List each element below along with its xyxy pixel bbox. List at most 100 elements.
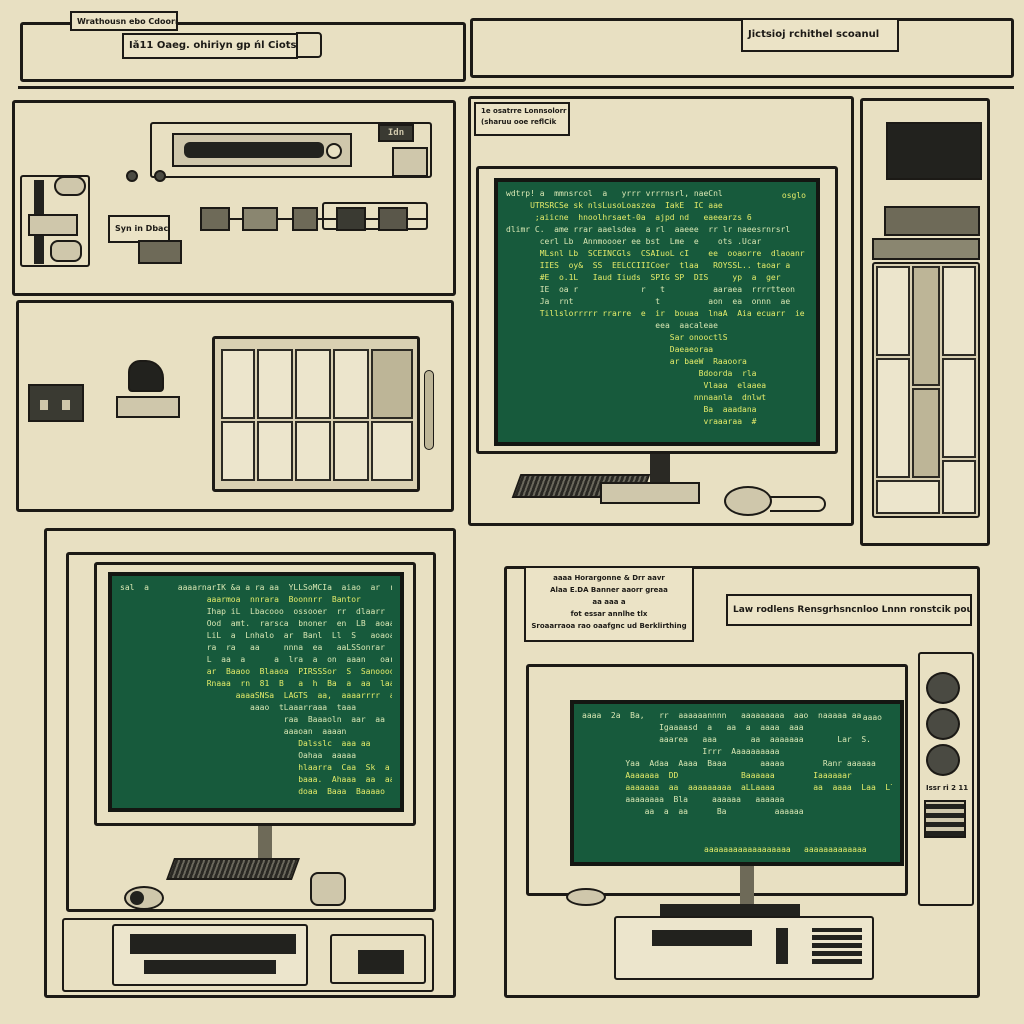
- screen-line: doaa Baaa Baaaao bnaor: [120, 787, 392, 796]
- keyboard-icon[interactable]: [165, 858, 301, 880]
- screen-footer-1: aaaaaaaaaaaaaaaaaa: [704, 845, 791, 854]
- rack-slot[interactable]: [876, 480, 940, 514]
- terminal-screen[interactable]: aaao aaaaaaaaaaaaaaaaaa aaaaaaaaaaaaa aa…: [570, 700, 904, 866]
- monitor-tag[interactable]: 1e osatrre Lonnsolorr (sharuu ooe reflCi…: [474, 102, 570, 136]
- slider-track: [184, 142, 324, 158]
- screen-line: dlimr C. ame rrar aaelsdea a rl aaeee rr…: [506, 225, 791, 234]
- monitor-stand: [258, 826, 272, 864]
- drive-icon[interactable]: [28, 214, 78, 236]
- window-tab[interactable]: Wrathousn ebo Cdoorrs: [70, 11, 178, 31]
- top-right-status-label[interactable]: Jictsioj rchithel scoanul: [741, 18, 899, 52]
- grid-cell[interactable]: [295, 349, 331, 419]
- cassette-icon[interactable]: [28, 384, 84, 422]
- screen-footer-2: aaaaaaaaaaaaa: [804, 845, 867, 854]
- screen-line: Tillslorrrrr rrarre e ir bouaa lnaA Aia …: [506, 309, 808, 318]
- monitor-bezel: [526, 664, 908, 896]
- mouse-icon[interactable]: [124, 886, 164, 910]
- slider-knob-icon[interactable]: [326, 143, 342, 159]
- cassette-reel: [62, 400, 70, 410]
- rack-slot[interactable]: [942, 266, 976, 356]
- cd-button[interactable]: [776, 928, 788, 964]
- grid-scrollbar[interactable]: [424, 370, 434, 450]
- tower-label: Issr ri 2 11: [926, 784, 969, 792]
- screen-line: Daeaeoraa: [506, 345, 714, 354]
- computer-icon[interactable]: [116, 358, 182, 420]
- panel-top-middle: [468, 96, 854, 526]
- grid-cell[interactable]: [257, 349, 293, 419]
- rack-slot[interactable]: [912, 266, 940, 386]
- mouse-button: [130, 891, 144, 905]
- screen-line: cerl Lb Annmoooer ee bst Lme e ots .Ucar: [506, 237, 762, 246]
- mouse-icon[interactable]: [566, 888, 606, 906]
- terminal-screen[interactable]: osglo wdtrp! a mmnsrcol a yrrr vrrrnsrl,…: [494, 178, 820, 446]
- screen-line: aaaaSNSa LAGTS aa, aaaarrrr ar aa: [120, 691, 392, 700]
- screen-line: Oahaa aaaaa: [120, 751, 357, 760]
- cd-tray: [652, 930, 752, 946]
- grid-cell[interactable]: [333, 421, 369, 481]
- screen-line: ra ra aa nnna ea aaLSSonrar: [120, 643, 385, 652]
- floppy-bay[interactable]: [330, 934, 426, 984]
- grid-cell[interactable]: [257, 421, 293, 481]
- screen-line: eea aacaleae: [506, 321, 718, 330]
- screen-line: ar Baaoo Blaaoa PIRSSSor S Sanoooor a: [120, 667, 392, 676]
- node-connector-line: [228, 218, 428, 220]
- screen-line: IE oa r r t aaraea rrrrtteon: [506, 285, 795, 294]
- screen-corner-text: osglo: [781, 191, 806, 200]
- rack-module-icon[interactable]: [884, 206, 980, 236]
- screen-line: aaaaaaaa Bla aaaaaa aaaaaa: [582, 795, 785, 804]
- node-1-icon[interactable]: [200, 207, 230, 231]
- grid-cell[interactable]: [295, 421, 331, 481]
- screen-line: hlaarra Caa Sk a: [120, 763, 390, 772]
- speaker-cone-icon: [926, 672, 960, 704]
- rack-slot[interactable]: [942, 358, 976, 458]
- node-5-icon[interactable]: [378, 207, 408, 231]
- progress-slider[interactable]: [172, 133, 352, 167]
- grid-cell[interactable]: [221, 349, 255, 419]
- floppy-slot: [358, 950, 404, 974]
- grid-cell[interactable]: [371, 349, 413, 419]
- node-label[interactable]: Syn in Dbaco!: [108, 215, 170, 243]
- address-field[interactable]: Iǎ11 Oaeg. ohiriyn gp ńl Ciots: [122, 33, 298, 59]
- mouse-cable: [770, 496, 826, 512]
- slot-label: Idn: [387, 128, 405, 138]
- info-note-line-5: Sroaarraoa rao oaafgnc ud Berklirthing: [531, 622, 687, 630]
- speaker-cone-icon: [926, 744, 960, 776]
- screen-line: sal a aaaarnarIK &a a ra aa YLLSoMCIa ai…: [120, 583, 392, 592]
- rack-cabinet: [872, 262, 980, 518]
- rack-slot[interactable]: [942, 460, 976, 514]
- screen-line: Bdoorda rla: [506, 369, 757, 378]
- banner-field[interactable]: Law rodlens Rensgrhsncnloo Lnnn ronstcik…: [726, 594, 972, 626]
- screen-line: LiL a Lnhalo ar Banl Ll S aoaoaoon aa: [206, 631, 392, 640]
- node-4-icon[interactable]: [336, 207, 366, 231]
- rack-panel-icon[interactable]: [872, 238, 980, 260]
- screen-line: IIES oy& SS EELCCIIICoer tlaa ROYSSL.. t…: [506, 261, 791, 270]
- node-2-icon[interactable]: [242, 207, 278, 231]
- robot-icon[interactable]: [50, 240, 82, 262]
- printer-icon[interactable]: [392, 147, 428, 177]
- headset-icon[interactable]: [310, 872, 346, 906]
- node-3-icon[interactable]: [292, 207, 318, 231]
- grid-cell[interactable]: [333, 349, 369, 419]
- drive-slot: [144, 960, 276, 974]
- panel-top-left: [12, 100, 456, 296]
- mouse-icon[interactable]: [724, 486, 772, 516]
- node-module-icon[interactable]: [138, 240, 182, 264]
- grid-cell[interactable]: [371, 421, 413, 481]
- cd-controls[interactable]: [812, 928, 862, 964]
- file-grid-window: [212, 336, 420, 492]
- tower-control-panel[interactable]: [924, 800, 966, 838]
- cd-drive-unit[interactable]: [614, 916, 874, 980]
- info-note[interactable]: aaaa Horargonne & Drr aavr Alaa E.DA Ban…: [524, 566, 694, 642]
- rack-slot[interactable]: [876, 358, 910, 478]
- screen-line: vraaaraa #: [506, 417, 757, 426]
- base-unit: [600, 482, 700, 504]
- rack-slot[interactable]: [876, 266, 910, 356]
- grid-cell[interactable]: [221, 421, 255, 481]
- screen-line: Vlaaa elaaea: [506, 381, 767, 390]
- terminal-screen[interactable]: sal a aaaarnarIK &a a ra aa YLLSoMCIa ai…: [108, 572, 404, 812]
- address-go-button[interactable]: [296, 32, 322, 58]
- keyboard-tray: [660, 904, 800, 916]
- phone-icon[interactable]: [54, 176, 86, 196]
- rack-slot[interactable]: [912, 388, 940, 478]
- disk-drive-bay[interactable]: [112, 924, 308, 986]
